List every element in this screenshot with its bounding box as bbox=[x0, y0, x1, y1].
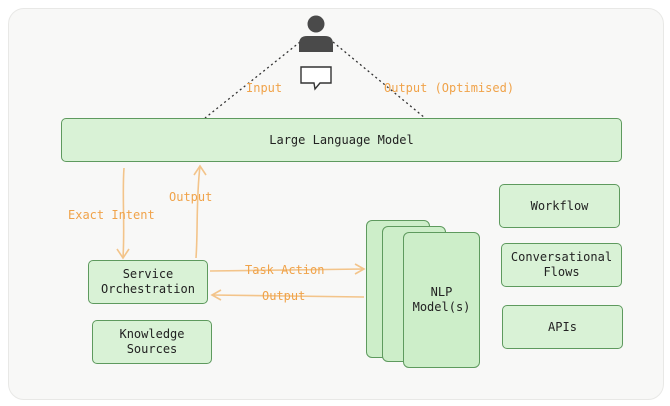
apis-label: APIs bbox=[548, 319, 577, 334]
input-label: Input bbox=[246, 81, 283, 95]
exact-intent-arrow bbox=[116, 167, 130, 260]
task-action-arrow bbox=[209, 263, 366, 275]
workflow-label: Workflow bbox=[530, 198, 589, 213]
service-orchestration-label: Service Orchestration bbox=[101, 267, 195, 296]
knowledge-sources-label: Knowledge Sources bbox=[119, 327, 185, 356]
conversational-flows-label: Conversational Flows bbox=[510, 250, 613, 279]
user-icon bbox=[299, 15, 333, 52]
exact-intent-label: Exact Intent bbox=[68, 208, 155, 222]
llm-label: Large Language Model bbox=[269, 132, 414, 147]
llm-node: Large Language Model bbox=[61, 118, 622, 162]
service-orchestration-node: Service Orchestration bbox=[88, 260, 208, 304]
knowledge-sources-node: Knowledge Sources bbox=[92, 320, 212, 364]
output-optimised-connector bbox=[332, 41, 426, 119]
output-up-label: Output bbox=[169, 190, 213, 204]
workflow-node: Workflow bbox=[499, 184, 620, 228]
output-optimised-label: Output (Optimised) bbox=[384, 81, 515, 95]
task-action-label: Task Action bbox=[245, 263, 325, 277]
output-back-arrow bbox=[210, 289, 365, 301]
nlp-model-node: NLP Model(s) bbox=[403, 232, 480, 368]
input-connector bbox=[204, 41, 301, 119]
apis-node: APIs bbox=[502, 305, 623, 349]
output-up-arrow bbox=[193, 164, 207, 259]
chat-bubble-icon bbox=[300, 66, 332, 91]
nlp-model-label: NLP Model(s) bbox=[412, 285, 471, 314]
conversational-flows-node: Conversational Flows bbox=[501, 243, 622, 287]
output-back-label: Output bbox=[262, 289, 306, 303]
